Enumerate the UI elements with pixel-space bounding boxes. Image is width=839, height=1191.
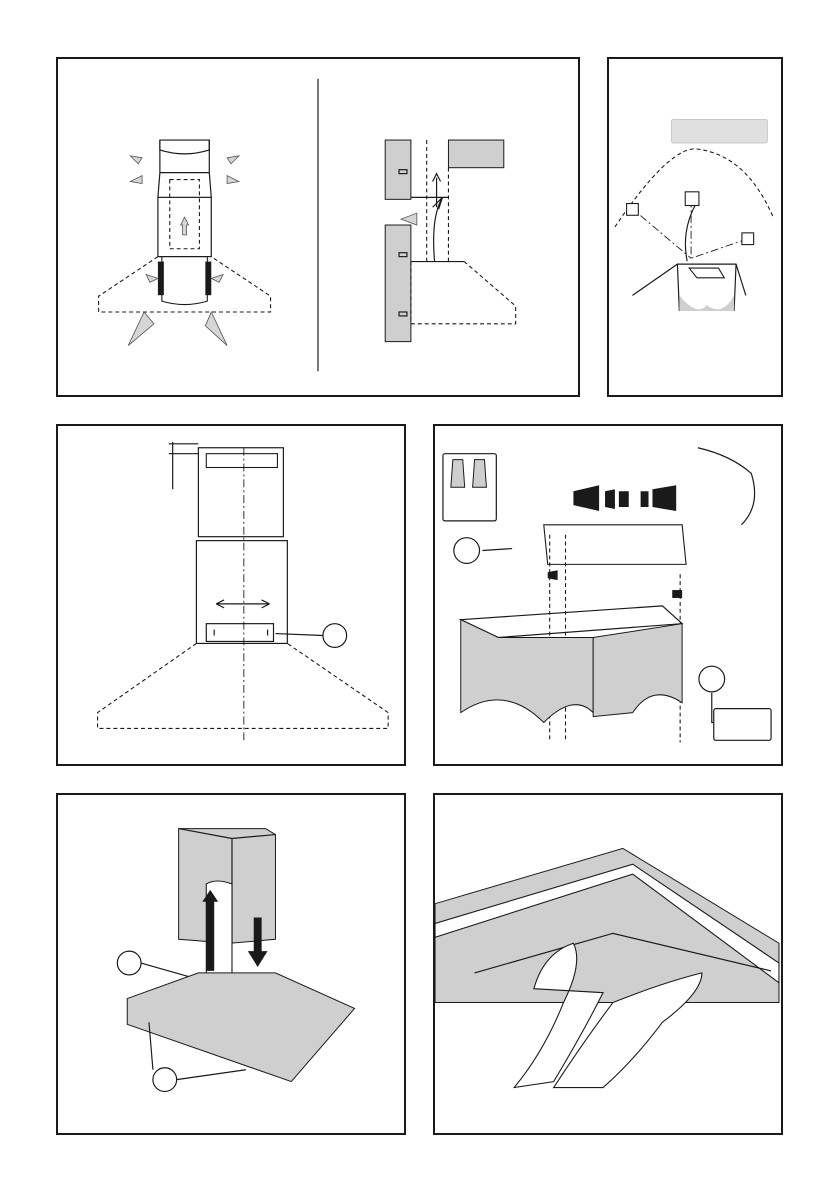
- bracket-spacing-diagram: [58, 426, 404, 764]
- socket-icon: [685, 192, 699, 206]
- air-arrow-icon: [128, 156, 239, 346]
- label-box: [672, 120, 768, 143]
- panel-filter-removal: [433, 793, 783, 1135]
- wiring-diagram: [609, 59, 781, 395]
- panel-chimney-fitting: [56, 793, 406, 1135]
- wall-fixing-diagram: [435, 426, 781, 764]
- callout-circle-left: [454, 538, 480, 564]
- callout-circle: [323, 624, 347, 648]
- callout-circle-bottom: [153, 1068, 177, 1092]
- air-flow-diagram: [58, 59, 578, 395]
- callout-circle-right: [699, 666, 725, 692]
- panel-wall-fixing: [433, 424, 783, 766]
- callout-circle-top: [117, 951, 141, 975]
- panel-bracket-spacing: [56, 424, 406, 766]
- filter-removal-diagram: [435, 795, 781, 1133]
- panel-wiring: [607, 57, 783, 397]
- panel-air-flow: [56, 57, 580, 397]
- drill-icon: [698, 448, 755, 525]
- chimney-fitting-diagram: [58, 795, 404, 1133]
